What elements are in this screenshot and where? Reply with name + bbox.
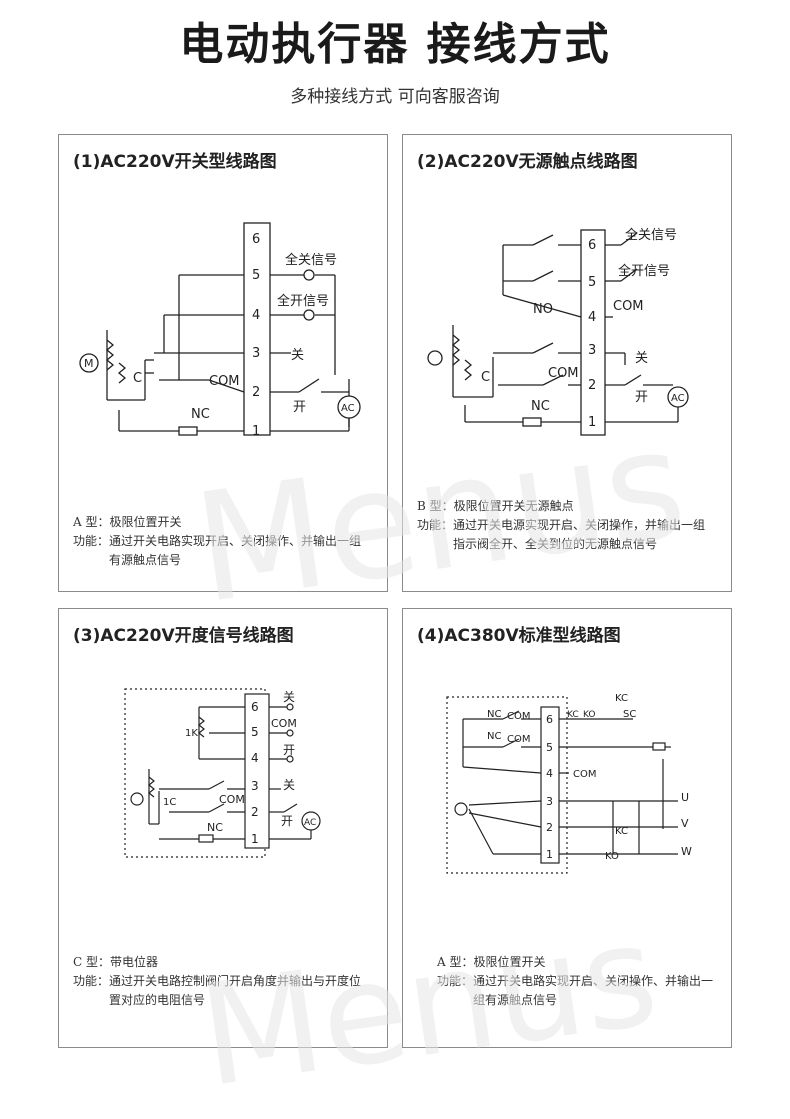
terminal-numbers: 6 5 4 3 2 1: [252, 232, 260, 439]
svg-text:全关信号: 全关信号: [625, 227, 677, 243]
svg-text:AC: AC: [341, 403, 355, 414]
svg-text:关: 关: [283, 778, 295, 792]
svg-text:COM: COM: [613, 299, 644, 314]
page-subtitle: 多种接线方式 可向客服咨询: [290, 87, 500, 107]
svg-text:NC: NC: [487, 731, 501, 742]
terminal-3: 3: [546, 795, 553, 808]
panel-notes: A 型：极限位置开关 功能：通过开关电路实现开启、关闭操作、并输出一组有源触点信…: [73, 515, 362, 567]
full-close-lamp-icon: [303, 269, 315, 281]
terminal-4: 4: [251, 751, 259, 765]
svg-text:NO: NO: [533, 302, 553, 317]
panel-title: (3)AC220V开度信号线路图: [73, 626, 294, 646]
terminal-block: [540, 706, 560, 864]
panel-title: (4)AC380V标准型线路图: [417, 626, 621, 646]
terminal-3: 3: [252, 346, 260, 361]
terminal-5: 5: [546, 741, 553, 754]
svg-text:关: 关: [283, 690, 295, 704]
motor-icon: [79, 353, 99, 373]
terminal-block: [580, 229, 606, 436]
terminal-block: [244, 693, 270, 849]
terminal-6: 6: [252, 232, 260, 247]
panel-title: (2)AC220V无源触点线路图: [417, 152, 638, 172]
terminal-2: 2: [252, 385, 260, 400]
panel-ac220v-switch: (1)AC220V开关型线路图 6 5 4 3 2 1 全关信号 全开信号 关 …: [58, 134, 388, 592]
svg-text:开: 开: [635, 390, 648, 405]
motor-icon: [130, 792, 144, 806]
svg-text:KC: KC: [615, 693, 628, 704]
svg-text:COM: COM: [507, 711, 530, 722]
terminal-2: 2: [588, 378, 596, 393]
svg-text:C: C: [133, 371, 142, 386]
terminal-6: 6: [588, 238, 596, 253]
svg-text:COM: COM: [271, 717, 297, 730]
panel-notes: C 型：带电位器 功能：通过开关电路控制阀门开启角度并输出与开度位置对应的电阻信…: [73, 955, 362, 1007]
wiring-diagram-switch: 6 5 4 3 2 1 全关信号 全开信号 关 开 COM NC C AC: [79, 222, 361, 439]
motor-icon: [427, 350, 443, 366]
terminal-4: 4: [546, 767, 553, 780]
motor-icon: [454, 802, 468, 816]
svg-text:KC: KC: [567, 710, 579, 720]
svg-text:全开信号: 全开信号: [618, 263, 670, 279]
terminal-2: 2: [251, 805, 259, 819]
wiring-diagram-opening-signal: 6 5 4 3 2 1 关 COM 开 关 开 COM NC 1K 1C: [124, 688, 321, 858]
terminal-block: [243, 222, 271, 436]
svg-text:全开信号: 全开信号: [277, 293, 329, 309]
svg-text:开: 开: [281, 814, 293, 828]
svg-text:全关信号: 全关信号: [285, 252, 337, 268]
terminal-3: 3: [251, 779, 259, 793]
terminal-2: 2: [546, 821, 553, 834]
panel-title: (1)AC220V开关型线路图: [73, 152, 277, 172]
svg-text:AC: AC: [304, 818, 316, 828]
svg-text:M: M: [84, 357, 94, 370]
svg-text:COM: COM: [209, 374, 240, 389]
svg-text:COM: COM: [548, 366, 579, 381]
terminal-5: 5: [251, 725, 259, 739]
panel-ac220v-dry-contact: (2)AC220V无源触点线路图 6 5 4 3 2 1 全关信号 全开信号 C…: [402, 134, 732, 592]
terminal-6: 6: [251, 700, 259, 714]
svg-text:关: 关: [291, 348, 304, 363]
terminal-4: 4: [588, 310, 596, 325]
svg-text:NC: NC: [487, 709, 501, 720]
svg-text:KC: KC: [615, 826, 628, 837]
svg-text:COM: COM: [573, 769, 596, 780]
svg-text:KO: KO: [583, 710, 596, 720]
svg-text:NC: NC: [191, 407, 210, 422]
terminal-1: 1: [252, 424, 260, 439]
svg-text:SC: SC: [623, 709, 636, 720]
svg-text:C: C: [481, 370, 490, 385]
svg-text:U: U: [681, 791, 689, 804]
terminal-4: 4: [252, 308, 260, 323]
svg-text:W: W: [681, 845, 692, 858]
dashed-enclosure: [446, 696, 568, 874]
terminal-1: 1: [588, 415, 596, 430]
terminal-1: 1: [546, 848, 553, 861]
svg-text:1C: 1C: [163, 797, 176, 808]
svg-text:V: V: [681, 817, 689, 830]
svg-text:KO: KO: [605, 851, 619, 862]
panel-ac380v-standard: (4)AC380V标准型线路图 6 5 4 3 2 1 NC COM NC CO…: [402, 608, 732, 1048]
svg-text:NC: NC: [207, 821, 223, 834]
wiring-diagram-ac380v: 6 5 4 3 2 1 NC COM NC COM COM KC KC KO S…: [446, 693, 692, 874]
wiring-diagram-dry-contact: 6 5 4 3 2 1 全关信号 全开信号 COM NO COM 关 开 NC …: [427, 227, 689, 436]
panel-ac220v-opening-signal: (3)AC220V开度信号线路图 6 5 4 3 2 1 关 COM 开 关 开…: [58, 608, 388, 1048]
terminal-5: 5: [252, 268, 260, 283]
terminal-6: 6: [546, 713, 553, 726]
terminal-1: 1: [251, 832, 259, 846]
panel-notes: B 型：极限位置开关无源触点 功能：通过开关电源实现开启、关闭操作，并输出一组指…: [417, 499, 706, 551]
svg-text:关: 关: [635, 351, 648, 366]
terminal-5: 5: [588, 275, 596, 290]
svg-text:NC: NC: [531, 399, 550, 414]
dashed-enclosure: [124, 688, 266, 858]
svg-text:COM: COM: [219, 793, 245, 806]
svg-text:1K: 1K: [185, 728, 198, 739]
svg-text:开: 开: [283, 743, 295, 757]
svg-text:AC: AC: [671, 393, 685, 404]
svg-text:开: 开: [293, 400, 306, 415]
panel-notes: A 型：极限位置开关 功能：通过开关电路实现开启、关闭操作、并输出一组有源触点信…: [437, 955, 714, 1007]
terminal-3: 3: [588, 343, 596, 358]
page-title: 电动执行器 接线方式: [179, 19, 611, 70]
full-open-lamp-icon: [303, 309, 315, 321]
